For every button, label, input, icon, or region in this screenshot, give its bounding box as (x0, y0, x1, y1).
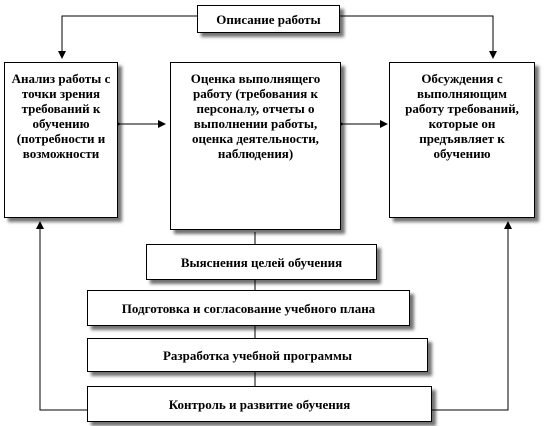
curriculum-plan-label: Подготовка и согласование учебного плана (121, 300, 376, 316)
arrow-control-to-analysis (36, 221, 87, 411)
training-needs-analysis-label: Анализ работы с точки зрения требований … (11, 71, 111, 161)
performer-discussion-box: Обсуждения с выполняющим работу требован… (389, 62, 535, 218)
arrow-description-to-analysis (58, 15, 197, 59)
job-description-label: Описание работы (216, 11, 321, 27)
performer-discussion-label: Обсуждения с выполняющим работу требован… (405, 71, 519, 161)
arrow-control-to-discussion (432, 221, 512, 411)
performer-assessment-label: Оценка выполнящего работу (требования к … (190, 71, 321, 161)
training-control-box: Контроль и развитие обучения (87, 386, 432, 422)
training-needs-analysis-box: Анализ работы с точки зрения требований … (4, 62, 118, 218)
performer-assessment-box: Оценка выполнящего работу (требования к … (170, 62, 341, 230)
training-program-box: Разработка учебной программы (87, 338, 428, 372)
training-control-label: Контроль и развитие обучения (168, 396, 351, 412)
training-goals-label: Выяснения целей обучения (180, 254, 343, 270)
curriculum-plan-box: Подготовка и согласование учебного плана (87, 290, 410, 326)
job-description-box: Описание работы (197, 5, 340, 33)
training-goals-box: Выяснения целей обучения (146, 244, 377, 280)
training-program-label: Разработка учебной программы (162, 347, 353, 363)
arrow-description-to-discussion (340, 15, 497, 59)
